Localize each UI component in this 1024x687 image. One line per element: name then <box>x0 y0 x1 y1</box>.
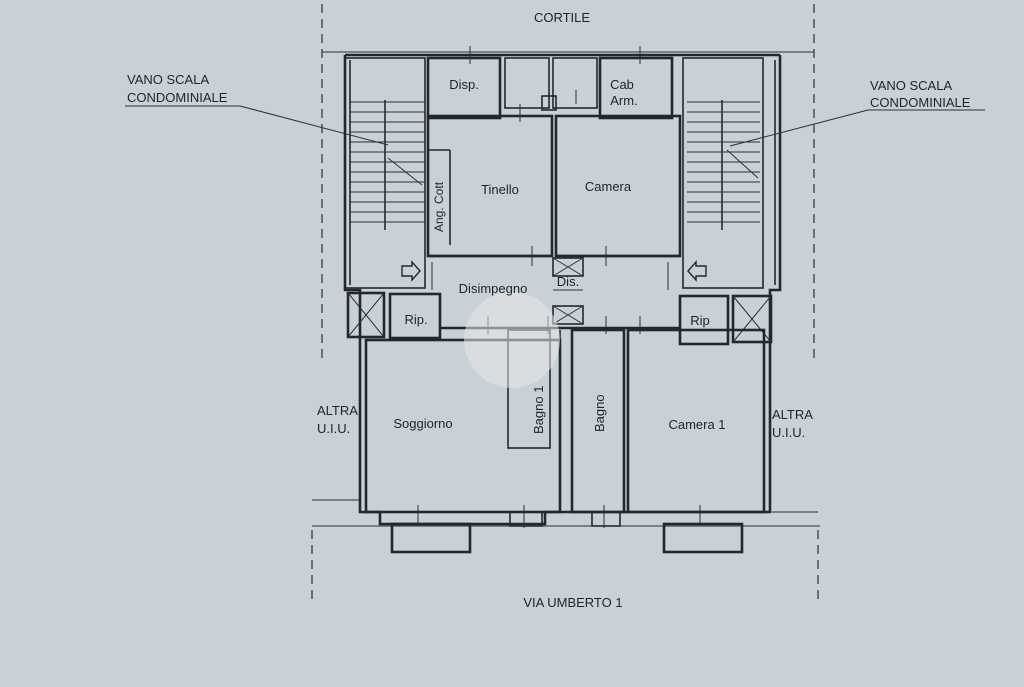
label-room-bagno: Bagno <box>592 394 607 432</box>
label-room-tinello: Tinello <box>481 182 519 197</box>
stair-left-leader <box>239 105 389 146</box>
shaft-right <box>731 294 773 344</box>
label-room-cab-arm-line2: Arm. <box>610 93 637 108</box>
label-room-ang-cott: Ang. Cott <box>432 181 446 232</box>
label-other-unit-left-line1: ALTRA <box>317 403 358 418</box>
label-room-cab-arm-line1: Cab <box>610 77 634 92</box>
label-stair-left-line2: CONDOMINIALE <box>127 90 228 105</box>
label-other-unit-right-line2: U.I.U. <box>772 425 805 440</box>
shaft-left <box>346 291 386 339</box>
window-bagno-1 <box>509 511 543 527</box>
label-courtyard: CORTILE <box>534 10 590 25</box>
stair-right <box>682 57 764 289</box>
entrance-arrow-left-icon <box>401 260 421 282</box>
label-other-unit-right-line1: ALTRA <box>772 407 813 422</box>
label-room-bagno-1: Bagno 1 <box>531 386 546 434</box>
outer-walls <box>343 53 782 526</box>
label-stair-left-line1: VANO SCALA <box>127 72 209 87</box>
entrance-arrow-right-icon <box>687 260 707 282</box>
label-room-disp: Disp. <box>449 77 479 92</box>
stair-right-leader <box>729 109 869 147</box>
label-room-rip-left: Rip. <box>404 312 427 327</box>
stair-left <box>344 57 426 289</box>
upper-rooms-walls <box>426 56 682 258</box>
label-room-camera-1: Camera 1 <box>668 417 725 432</box>
lower-rooms-walls <box>364 328 766 514</box>
window-bagno <box>591 511 621 527</box>
label-room-disimpegno: Disimpegno <box>459 281 528 296</box>
label-street: VIA UMBERTO 1 <box>523 595 622 610</box>
label-stair-right-line1: VANO SCALA <box>870 78 952 93</box>
glare-spot <box>464 292 560 388</box>
room-rip-right-walls <box>678 294 730 346</box>
label-stair-right-line2: CONDOMINIALE <box>870 95 971 110</box>
label-room-soggiorno: Soggiorno <box>393 416 452 431</box>
label-room-rip-right: Rip <box>690 313 710 328</box>
label-room-dis: Dis. <box>557 274 579 289</box>
balcony-right <box>662 522 744 554</box>
label-room-camera: Camera <box>585 179 632 194</box>
label-other-unit-left-line2: U.I.U. <box>317 421 350 436</box>
balcony-left <box>390 522 472 554</box>
room-rip-left-walls <box>388 292 442 340</box>
